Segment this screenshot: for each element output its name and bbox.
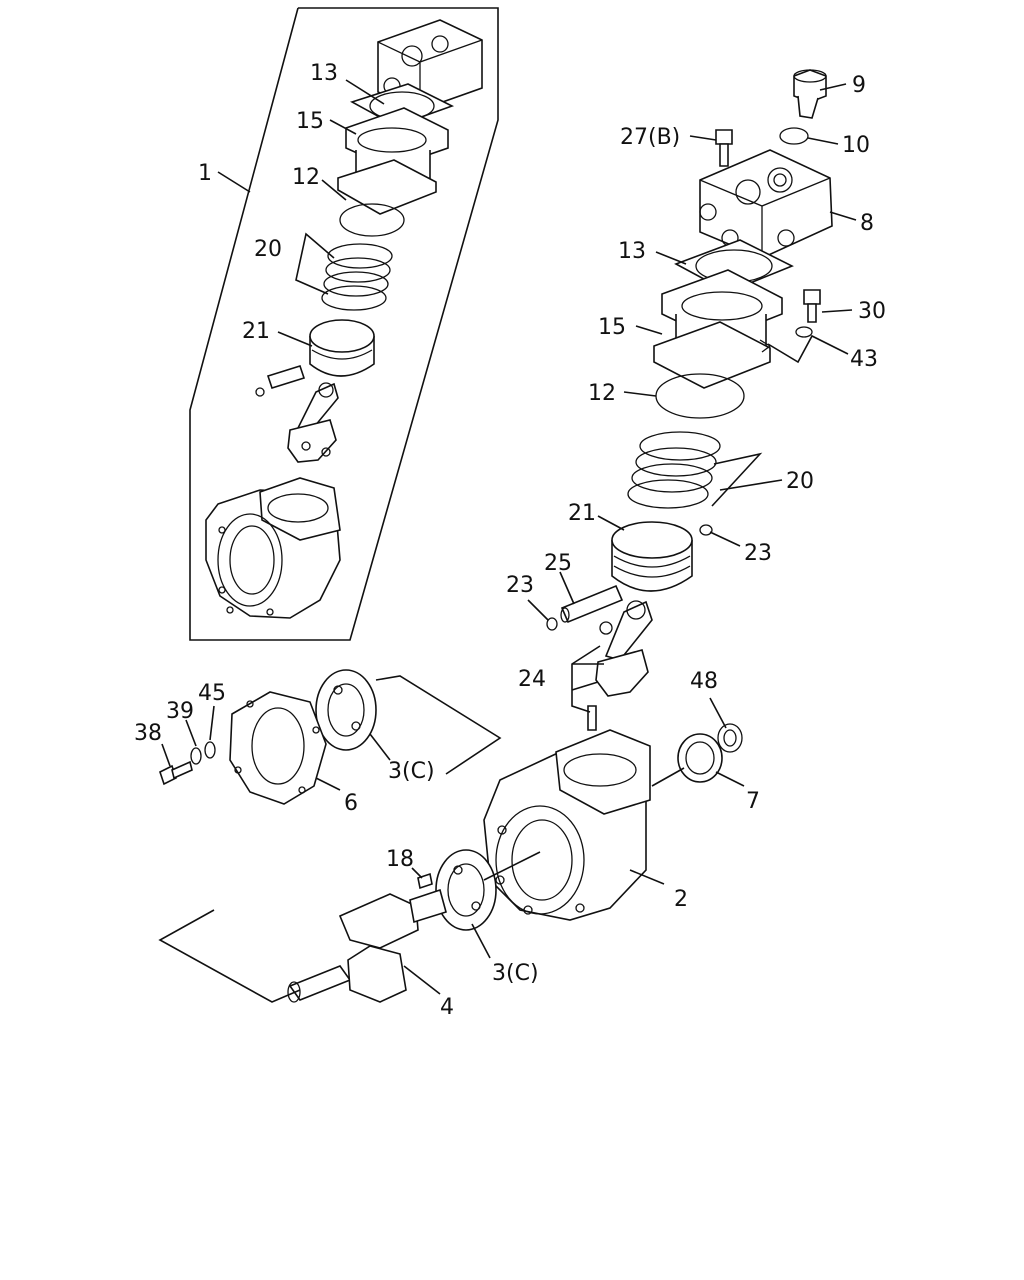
- label-43: 43: [850, 347, 878, 372]
- label-12: 12: [588, 381, 616, 406]
- label-12-sub: 12: [292, 165, 320, 190]
- label-21-sub: 21: [242, 319, 270, 344]
- label-38: 38: [134, 721, 162, 746]
- part-45-washer: [204, 741, 216, 759]
- part-38-bolt: [159, 760, 193, 786]
- label-10: 10: [842, 133, 870, 158]
- label-1: 1: [198, 161, 212, 186]
- label-13-sub: 13: [310, 61, 338, 86]
- label-7: 7: [746, 789, 760, 814]
- part-21-piston: [611, 521, 693, 592]
- label-3c-upper: 3(C): [388, 759, 435, 784]
- label-15-sub: 15: [296, 109, 324, 134]
- subassembly-cylinder-15: [337, 107, 449, 215]
- part-48-seal: [717, 723, 743, 753]
- label-13: 13: [618, 239, 646, 264]
- part-2-crankcase: [483, 729, 651, 921]
- part-10-oring: [779, 127, 809, 145]
- part-9-valve: [793, 69, 827, 119]
- label-6: 6: [344, 791, 358, 816]
- label-48: 48: [690, 669, 718, 694]
- label-3c-lower: 3(C): [492, 961, 539, 986]
- part-15-cylinder: [653, 269, 783, 389]
- part-8-cylinder-head: [699, 149, 833, 259]
- subassembly-piston-21: [255, 319, 375, 397]
- subassembly-connecting-rod: [287, 382, 339, 463]
- label-20-sub: 20: [254, 237, 282, 262]
- label-8: 8: [860, 211, 874, 236]
- part-20-piston-rings: [627, 431, 721, 509]
- subassembly-oring-12: [339, 203, 405, 237]
- label-21: 21: [568, 501, 596, 526]
- label-24: 24: [518, 667, 546, 692]
- part-30-bolt: [803, 289, 821, 323]
- subassembly-crankcase: [205, 477, 341, 619]
- part-3c-bearing-upper: [315, 669, 377, 751]
- part-4-crankshaft: [287, 888, 447, 1003]
- part-43-washer: [795, 326, 813, 338]
- part-3c-bearing-lower: [435, 849, 497, 931]
- leader-lines: [158, 83, 857, 1003]
- label-45: 45: [198, 681, 226, 706]
- part-23-circlip-left: [546, 617, 558, 631]
- subassembly-leaders: [277, 79, 385, 347]
- part-23-circlip-right: [699, 524, 713, 536]
- part-27b-bolt: [715, 129, 733, 167]
- label-39: 39: [166, 699, 194, 724]
- label-18: 18: [386, 847, 414, 872]
- part-25-piston-pin: [560, 584, 624, 624]
- subassembly-frame: [189, 7, 499, 641]
- part-24-connecting-rod: [587, 600, 653, 731]
- part-7-oil-seal: [677, 733, 723, 783]
- label-9: 9: [852, 73, 866, 98]
- label-4: 4: [440, 995, 454, 1020]
- label-23-right: 23: [744, 541, 772, 566]
- label-30: 30: [858, 299, 886, 324]
- label-2: 2: [674, 887, 688, 912]
- label-25: 25: [544, 551, 572, 576]
- part-39-washer: [190, 747, 202, 765]
- part-6-cover: [229, 691, 327, 805]
- subassembly-piston-rings-20: [321, 243, 393, 311]
- label-27b: 27(B): [620, 125, 680, 150]
- label-23-left: 23: [506, 573, 534, 598]
- label-20: 20: [786, 469, 814, 494]
- label-15: 15: [598, 315, 626, 340]
